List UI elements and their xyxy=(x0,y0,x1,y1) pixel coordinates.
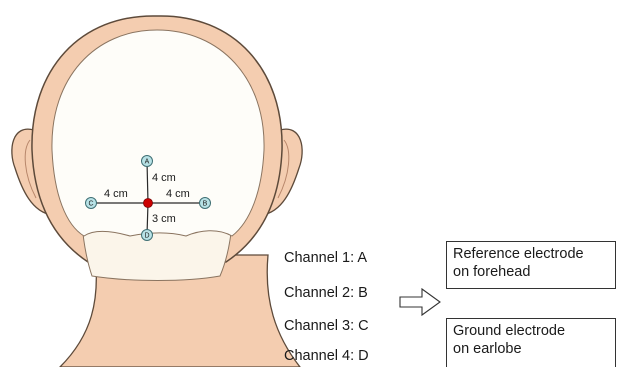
ground-box-line-1: Ground electrode xyxy=(453,322,609,340)
electrode-a-label: A xyxy=(145,159,150,166)
reference-box-line-1: Reference electrode xyxy=(453,245,609,263)
channel-2-label: Channel 2: B xyxy=(284,284,368,302)
reference-electrode-box: Reference electrode on forehead xyxy=(446,241,616,289)
distance-label-right: 4 cm xyxy=(166,188,190,200)
channel-4-label: Channel 4: D xyxy=(284,347,369,365)
ground-box-line-2: on earlobe xyxy=(453,340,609,358)
channel-1-label: Channel 1: A xyxy=(284,249,367,267)
distance-label-left: 4 cm xyxy=(104,188,128,200)
channel-3-label: Channel 3: C xyxy=(284,317,369,335)
line-to-electrode-a xyxy=(147,161,148,203)
distance-label-down: 3 cm xyxy=(152,213,176,225)
right-arrow-icon xyxy=(398,286,444,318)
ground-electrode-box: Ground electrode on earlobe xyxy=(446,318,616,367)
reference-box-line-2: on forehead xyxy=(453,263,609,281)
electrode-d-label: D xyxy=(144,233,149,240)
distance-label-up: 4 cm xyxy=(152,172,176,184)
electrode-b-label: B xyxy=(203,201,208,208)
electrode-c-label: C xyxy=(88,201,93,208)
center-point xyxy=(144,199,153,208)
